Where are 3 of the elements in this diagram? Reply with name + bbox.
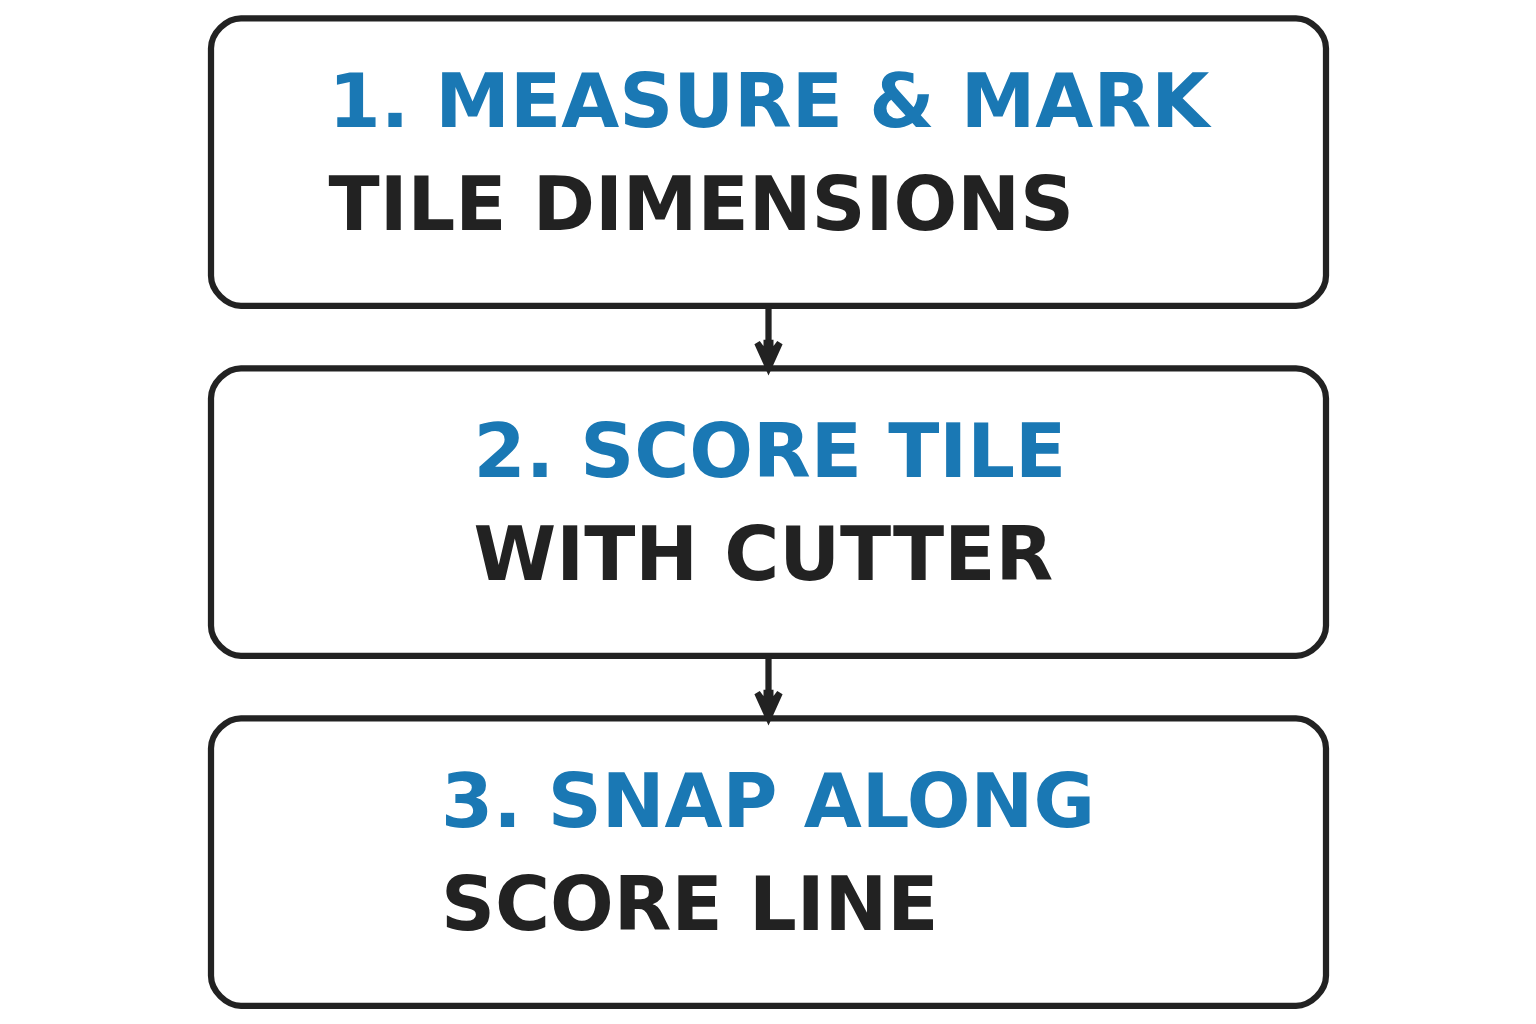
node-box: 2. SCORE TILE WITH CUTTER xyxy=(207,365,1329,659)
node-box: 3. SNAP ALONG SCORE LINE xyxy=(207,715,1329,1009)
node-box: 1. MEASURE & MARK TILE DIMENSIONS xyxy=(207,15,1329,309)
